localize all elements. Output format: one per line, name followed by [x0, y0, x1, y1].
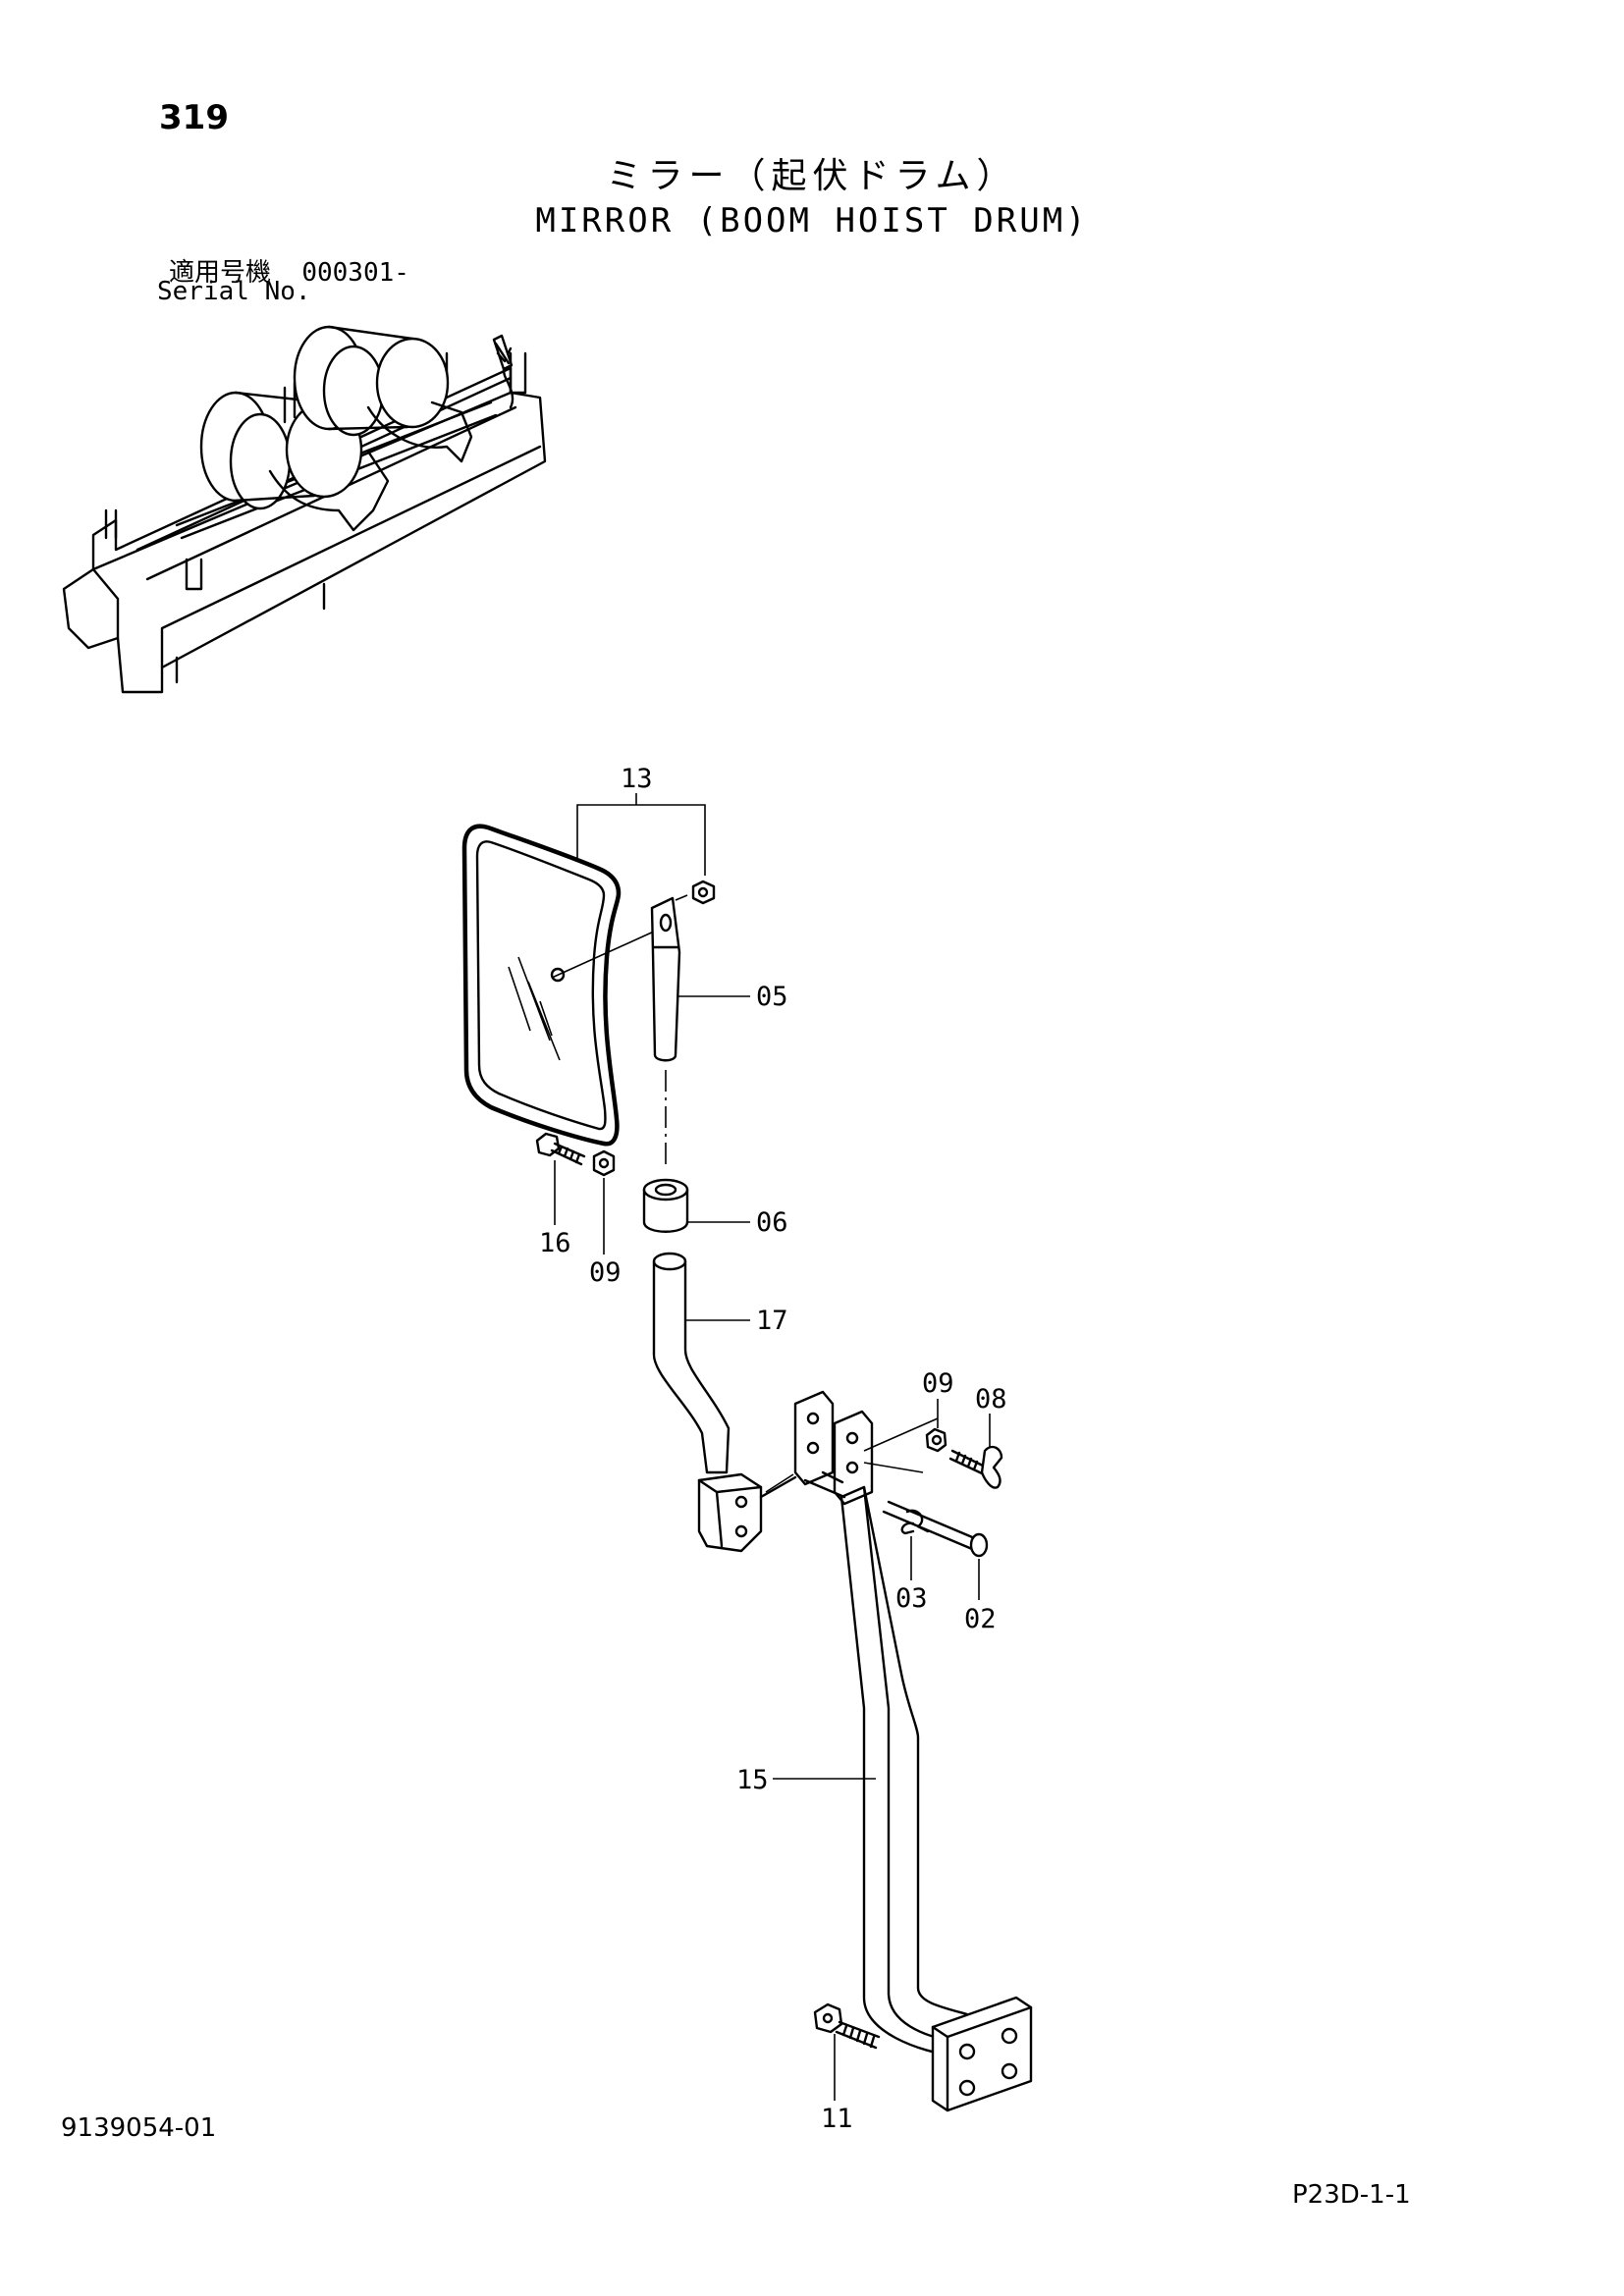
- callout-05: 05: [756, 982, 788, 1012]
- callout-08: 08: [975, 1384, 1007, 1415]
- serial-label-japanese: 適用号機 000301-: [169, 252, 409, 289]
- mirror-glass-reflection: [508, 956, 561, 1061]
- stand-pipe: [839, 1485, 969, 2054]
- page-title-english: MIRROR (BOOM HOIST DRUM): [535, 201, 1089, 240]
- overview-thumbnail: [62, 325, 547, 694]
- callout-13: 13: [621, 764, 653, 794]
- callout-09-left: 09: [589, 1257, 622, 1288]
- callout-09-right: 09: [922, 1368, 954, 1399]
- exploded-view: [461, 793, 1033, 2112]
- serial-label-jp-text: 適用号機: [169, 258, 272, 288]
- serial-label-english: Serial No.: [157, 277, 311, 306]
- page-title-japanese: ミラー（起伏ドラム）: [606, 156, 1018, 196]
- callout-15: 15: [736, 1765, 769, 1795]
- document-number: 9139054-01: [61, 2113, 217, 2143]
- serial-range: 000301-: [301, 258, 409, 288]
- callout-17: 17: [756, 1306, 788, 1336]
- page-code: P23D-1-1: [1292, 2180, 1411, 2210]
- callout-16: 16: [539, 1228, 571, 1258]
- mirror-outer-frame: [461, 824, 622, 1147]
- callout-02: 02: [964, 1604, 997, 1634]
- callout-03: 03: [895, 1583, 928, 1614]
- callout-06: 06: [756, 1207, 788, 1238]
- callout-11: 11: [821, 2104, 853, 2134]
- page-number: 319: [159, 98, 229, 137]
- mirror-post: [650, 896, 681, 1062]
